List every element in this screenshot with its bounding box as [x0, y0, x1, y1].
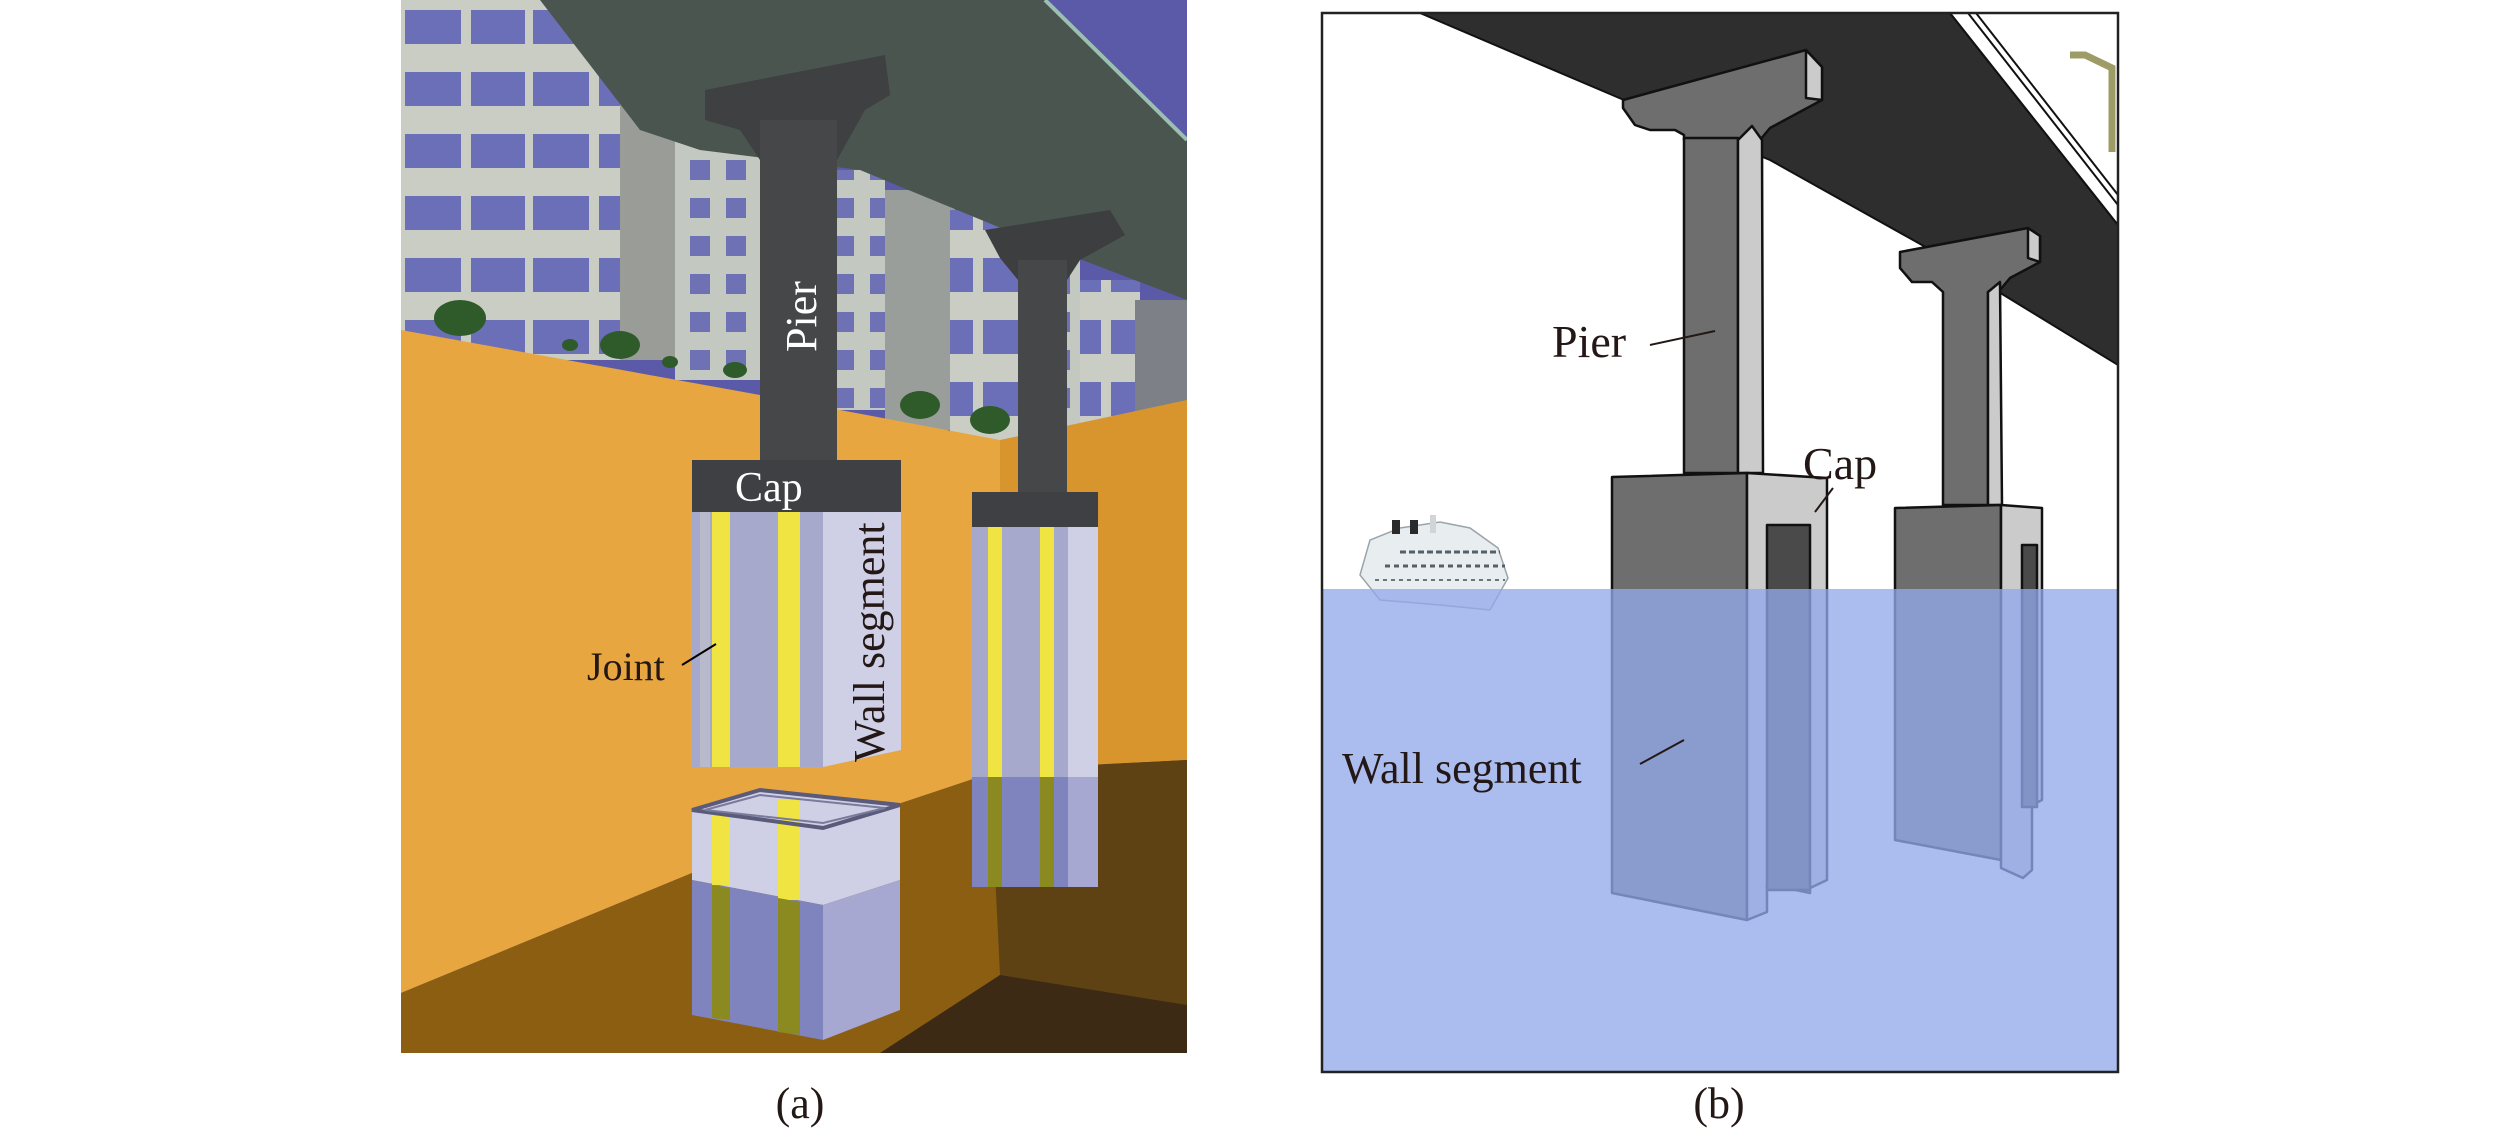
pier-shaft-b — [1682, 136, 1740, 475]
leader-joint-a — [681, 643, 717, 666]
pier-shaft-a — [760, 120, 837, 460]
pier-head-a — [705, 55, 890, 160]
pier-2-a — [972, 210, 1125, 887]
wall-segment-lower-a — [691, 787, 901, 1040]
pier-1-a — [691, 55, 901, 1040]
leader-wall-segment-b — [1639, 739, 1685, 765]
deck-edge-b — [1948, 13, 2118, 227]
leader-cap-b — [1814, 487, 1834, 513]
cap-a — [692, 460, 901, 512]
excavation-floor-shadow — [900, 760, 1187, 1053]
street-lamp — [2070, 51, 2116, 152]
label-cap-a: Cap — [735, 465, 803, 511]
panel-b-border — [1320, 11, 2120, 1074]
caption-a: (a) — [776, 1079, 825, 1128]
label-pier-a: Pier — [777, 281, 826, 352]
label-wall-segment-b: Wall segment — [1342, 744, 1582, 793]
leader-pier-b — [1649, 330, 1716, 346]
joint-rim — [691, 787, 901, 831]
panel-b: Pier Cap Wall segment — [1322, 13, 2118, 1072]
label-joint-a: Joint — [587, 644, 665, 689]
panel-a: Pier Cap Wall segment Joint — [401, 0, 1187, 1053]
water — [1322, 589, 2118, 1072]
wall-segment-upper-a — [692, 512, 901, 767]
label-cap-b: Cap — [1803, 438, 1877, 489]
caption-b: (b) — [1693, 1079, 1744, 1128]
label-wall-segment-a: Wall segment — [845, 522, 894, 762]
shrubs — [434, 300, 1010, 434]
excavation-floor-dark — [880, 975, 1187, 1053]
label-pier-b: Pier — [1552, 316, 1626, 367]
cruise-ship — [1359, 515, 1509, 611]
